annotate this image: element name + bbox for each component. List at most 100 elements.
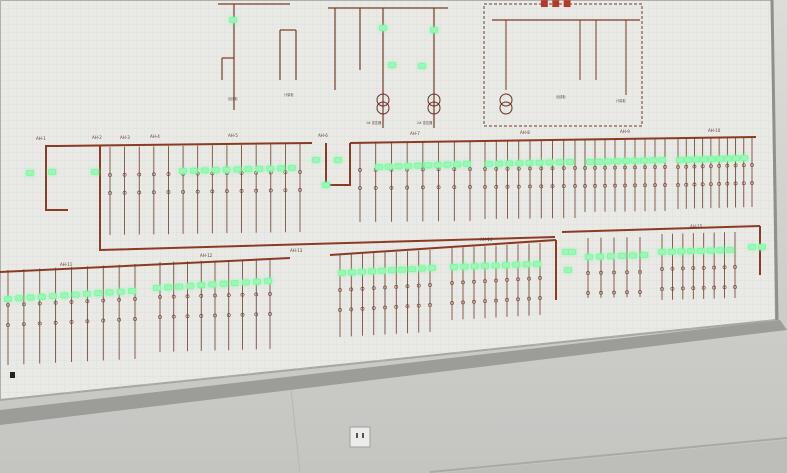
svg-text:AH-13: AH-13	[290, 248, 303, 253]
indicator-lamp	[388, 267, 396, 274]
upper-feeder-drops	[108, 137, 754, 235]
indicator-lamp	[398, 266, 406, 273]
dashed-enclosure: 出线柜 计量柜	[483, 3, 643, 127]
floor	[440, 440, 787, 473]
indicator-lamp	[15, 295, 24, 302]
indicator-lamp	[394, 163, 403, 170]
wall-seam	[289, 379, 301, 473]
indicator-lamp	[404, 163, 413, 169]
indicator-lamp	[264, 278, 272, 284]
indicator-lamp	[229, 17, 237, 23]
indicator-lamp	[48, 169, 56, 175]
indicator-lamp	[430, 27, 438, 33]
indicator-lamp	[566, 159, 574, 165]
indicator-lamp	[26, 170, 34, 176]
bus-labels-lower: AH-11 AH-12 AH-13 AH-14 AH-15	[60, 224, 703, 267]
indicator-lamp	[414, 162, 423, 169]
indicator-lamp	[555, 159, 564, 166]
lower-feeder-drops	[6, 232, 737, 365]
svg-text:AH-8: AH-8	[520, 130, 530, 135]
svg-text:AH-15: AH-15	[690, 224, 703, 229]
svg-text:AH-2: AH-2	[92, 135, 102, 140]
indicator-lamp	[37, 293, 46, 300]
indicator-lamp	[631, 157, 639, 164]
indicator-lamp	[495, 160, 504, 167]
indicator-lamp	[322, 182, 330, 188]
svg-text:AH-6: AH-6	[318, 133, 328, 138]
indicator-lamp	[716, 247, 725, 254]
indicator-lamp	[758, 244, 766, 250]
indicator-lamp	[481, 262, 490, 269]
indicator-lamp	[740, 155, 748, 161]
indicator-lamp	[732, 155, 740, 162]
svg-text:AH-14: AH-14	[480, 237, 493, 242]
indicator-lamp	[629, 252, 637, 259]
indicator-lamp	[640, 157, 648, 164]
indicator-lamp	[378, 267, 386, 274]
panel-shadow	[0, 320, 787, 425]
indicator-lamp	[288, 165, 296, 171]
indicator-lamp	[189, 167, 198, 174]
indicator-lamp	[460, 263, 469, 270]
indicator-lamp	[433, 162, 442, 168]
indicator-lamp	[684, 156, 692, 163]
indicator-lamp	[613, 158, 621, 165]
indicator-lamp	[706, 247, 715, 254]
indicator-lamp	[700, 156, 708, 163]
transformer-2	[427, 93, 441, 115]
indicator-lamps	[4, 17, 766, 302]
indicator-lamp	[233, 166, 242, 173]
indicator-lamp	[197, 282, 206, 289]
indicator-lamp	[358, 268, 366, 275]
indicator-lamp	[277, 165, 286, 172]
indicator-lamp	[692, 156, 700, 163]
svg-text:计量柜: 计量柜	[616, 98, 626, 103]
indicator-lamp	[266, 165, 275, 172]
indicator-lamp	[255, 165, 264, 172]
indicator-lamp	[49, 293, 57, 299]
indicator-lamp	[94, 290, 103, 297]
indicator-lamp	[388, 62, 396, 68]
panel-title-fragment: ■ ■ ■	[540, 0, 571, 9]
indicator-lamp	[71, 291, 80, 298]
indicator-lamp	[334, 157, 342, 163]
panel-marker	[10, 372, 15, 378]
indicator-lamp	[26, 294, 35, 301]
board-grid	[0, 0, 776, 400]
svg-text:AH-11: AH-11	[60, 262, 73, 267]
indicator-lamp	[105, 289, 114, 296]
indicator-lamp	[505, 160, 514, 167]
transformer-2-label: 2# 变压器	[417, 120, 433, 125]
indicator-lamp	[545, 159, 554, 166]
indicator-lamp	[208, 281, 217, 288]
indicator-lamp	[230, 280, 239, 287]
indicator-lamp	[463, 161, 471, 167]
baseboard	[429, 437, 787, 473]
svg-text:AH-7: AH-7	[410, 131, 420, 136]
indicator-lamp	[219, 280, 228, 287]
indicator-lamp	[501, 262, 510, 269]
indicator-lamp	[564, 267, 572, 273]
indicator-lamp	[724, 155, 732, 162]
indicator-lamp	[423, 162, 432, 169]
indicator-lamp	[222, 166, 231, 173]
indicator-lamp	[658, 157, 666, 163]
indicator-lamp	[696, 247, 705, 254]
indicator-lamp	[116, 288, 125, 295]
indicator-lamp	[708, 156, 716, 162]
indicator-lamp	[525, 160, 534, 166]
indicator-lamp	[512, 261, 521, 268]
indicator-lamp	[658, 249, 666, 255]
indicator-lamp	[677, 248, 686, 255]
indicator-lamp	[585, 254, 593, 260]
indicator-lamp	[368, 268, 376, 275]
indicator-lamp	[428, 265, 436, 271]
indicator-lamp	[128, 288, 136, 294]
svg-text:出线柜: 出线柜	[556, 94, 566, 99]
indicator-lamp	[200, 167, 209, 174]
indicator-lamp	[726, 247, 734, 253]
transformer-1	[376, 93, 390, 115]
feeder-label-1: 出线柜	[228, 96, 238, 101]
indicator-lamp	[595, 158, 603, 165]
indicator-lamp	[607, 253, 615, 260]
